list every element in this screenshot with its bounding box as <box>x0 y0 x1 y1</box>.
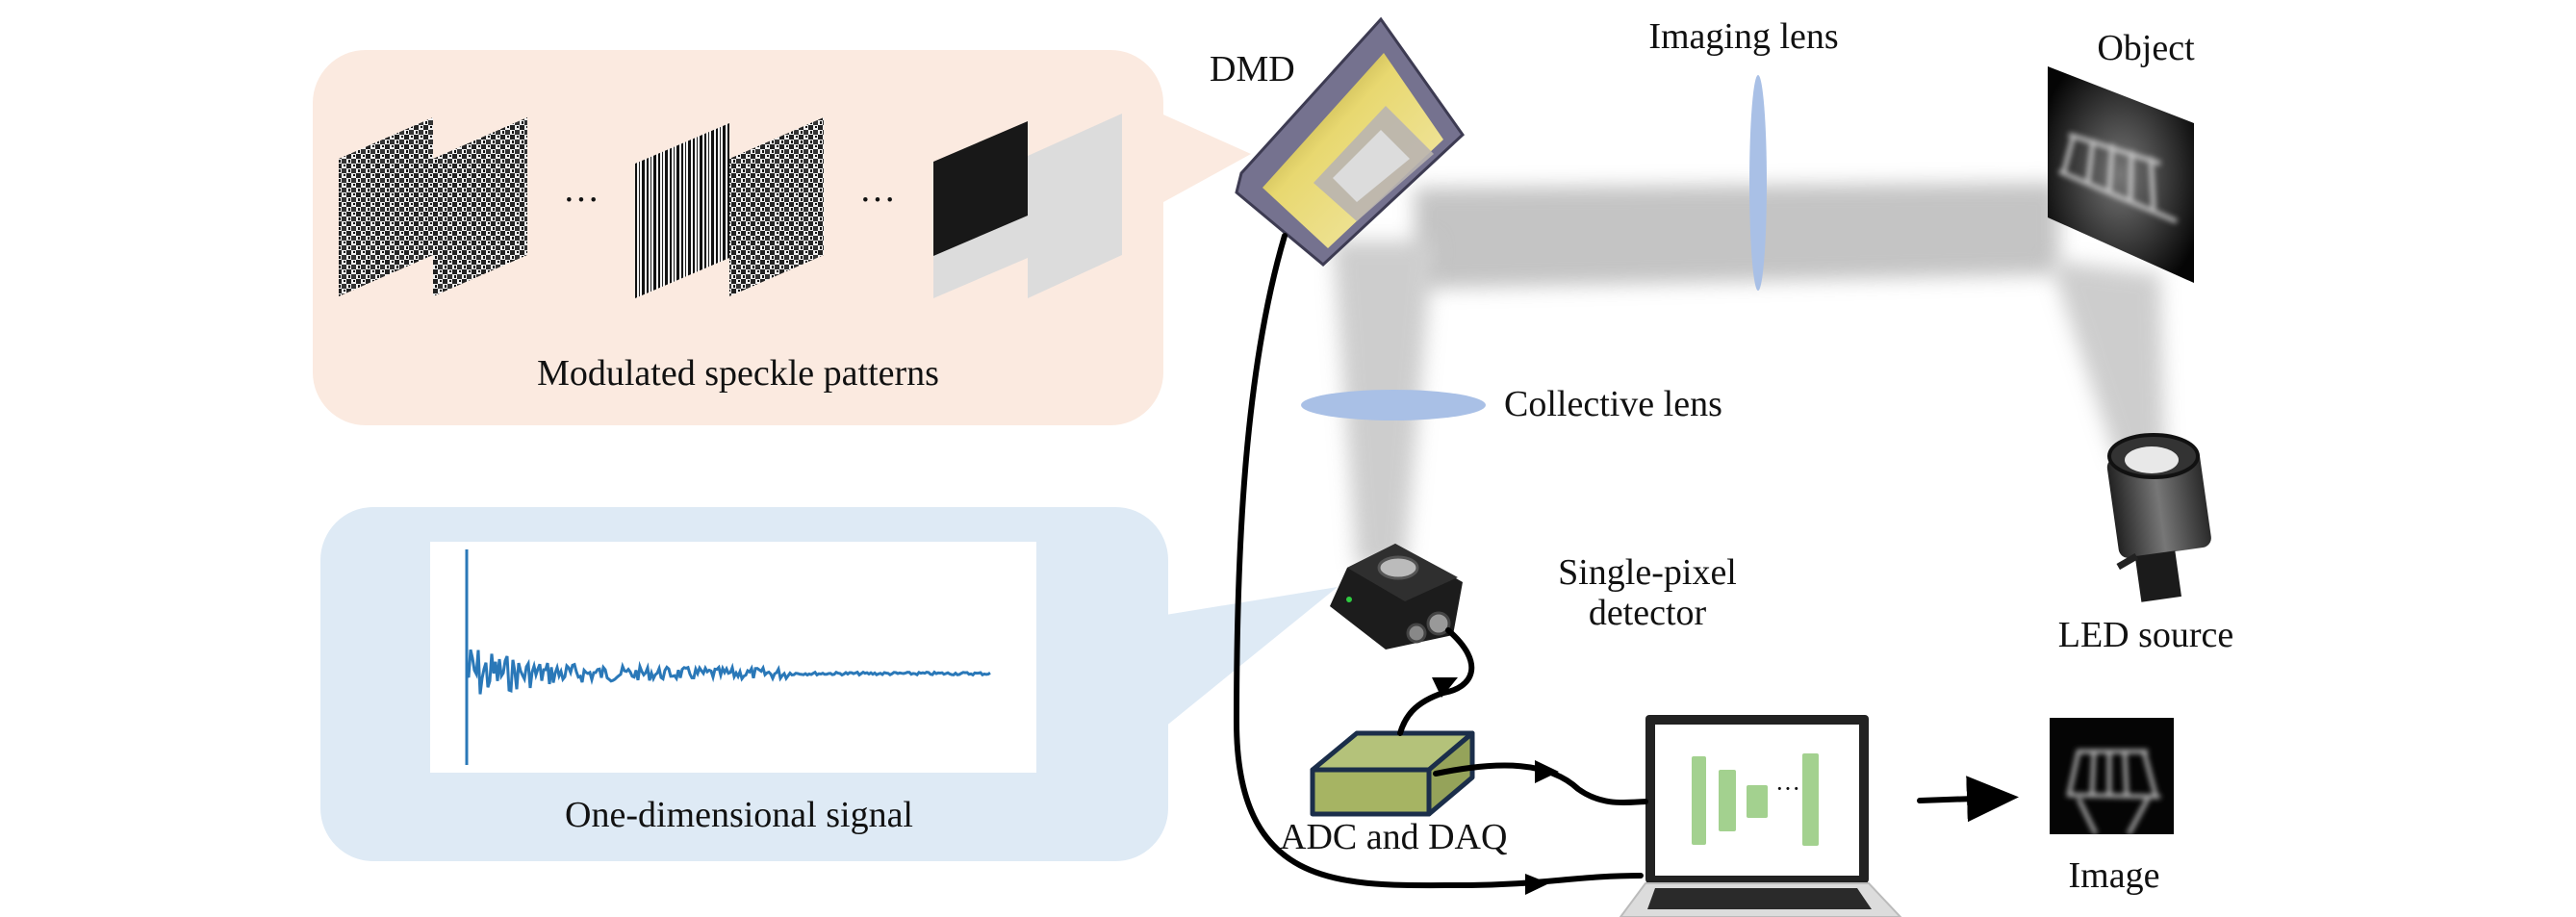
network-ellipsis: ··· <box>1775 775 1800 802</box>
object-slide <box>2048 66 2194 283</box>
led-source <box>2106 433 2211 602</box>
dmd-device <box>1235 16 1465 267</box>
signal-panel-pointer <box>1160 587 1338 731</box>
beam-led-to-object <box>2050 260 2165 462</box>
object-label: Object <box>2097 28 2195 68</box>
speckle-panel-pointer <box>1155 111 1251 207</box>
dmd-label: DMD <box>1210 49 1295 89</box>
reconstructed-image-frame <box>2050 718 2174 834</box>
single-pixel-detector <box>1330 544 1463 650</box>
imaging-lens <box>1749 75 1767 291</box>
detector-label-line1: Single-pixel <box>1558 552 1737 593</box>
speckle-pattern-3 <box>729 117 824 296</box>
detector-bnc-connector-2 <box>1406 623 1427 644</box>
speckle-ellipsis-2: ··· <box>859 180 896 220</box>
signal-plot-area <box>430 542 1036 773</box>
led-bulb <box>2125 446 2179 473</box>
detector-label-line2: detector <box>1588 593 1707 633</box>
network-layer-2 <box>1719 770 1736 831</box>
collective-lens <box>1301 390 1486 420</box>
stripe-pattern <box>635 123 729 298</box>
image-label: Image <box>2068 855 2160 896</box>
cable-dmd-to-laptop <box>1233 233 1644 889</box>
cable-arrowheads <box>1432 677 1559 895</box>
detector-bnc-connector <box>1426 611 1451 636</box>
network-layer-3 <box>1747 785 1768 818</box>
speckle-pattern-2 <box>433 117 527 296</box>
adc-label: ADC and DAQ <box>1280 817 1508 857</box>
dmd-mirror-array <box>1333 130 1410 202</box>
beam-object-to-dmd <box>1415 183 2059 289</box>
signal-panel <box>320 507 1338 861</box>
speckle-pattern-1 <box>339 117 433 296</box>
arrowhead-detector-to-adc <box>1432 677 1458 698</box>
detector-led-indicator <box>1346 597 1352 602</box>
signal-trace <box>465 549 991 765</box>
speckle-panel-caption: Modulated speckle patterns <box>537 353 939 394</box>
adc-daq-box <box>1310 730 1475 817</box>
speckle-panel <box>313 50 1251 425</box>
collective-lens-label: Collective lens <box>1504 384 1722 424</box>
black-pattern-top <box>933 121 1028 256</box>
gray-pattern <box>1028 114 1122 298</box>
imaging-lens-label: Imaging lens <box>1648 16 1839 57</box>
arrowhead-dmd-to-laptop <box>1525 874 1549 895</box>
network-layer-1 <box>1692 756 1706 845</box>
led-base <box>2134 550 2181 602</box>
led-source-label: LED source <box>2057 615 2234 655</box>
detector-aperture <box>1377 555 1419 580</box>
light-beams <box>1333 183 2165 568</box>
led-pin <box>2116 553 2139 571</box>
arrowhead-adc-to-laptop <box>1535 760 1559 783</box>
reconstructed-image <box>2050 718 2174 835</box>
adc-front-face <box>1310 767 1432 817</box>
speckle-ellipsis-1: ··· <box>563 180 599 220</box>
cables <box>1233 233 2019 889</box>
signal-waveform <box>465 649 991 695</box>
network-layer-4 <box>1802 753 1819 846</box>
signal-panel-caption: One-dimensional signal <box>565 795 913 835</box>
object-target <box>2048 66 2194 283</box>
cable-adc-to-laptop <box>1433 762 1648 806</box>
arrow-laptop-to-image <box>1917 776 2019 823</box>
laptop-keyboard <box>1647 888 1872 909</box>
laptop-computer <box>1619 715 1902 917</box>
